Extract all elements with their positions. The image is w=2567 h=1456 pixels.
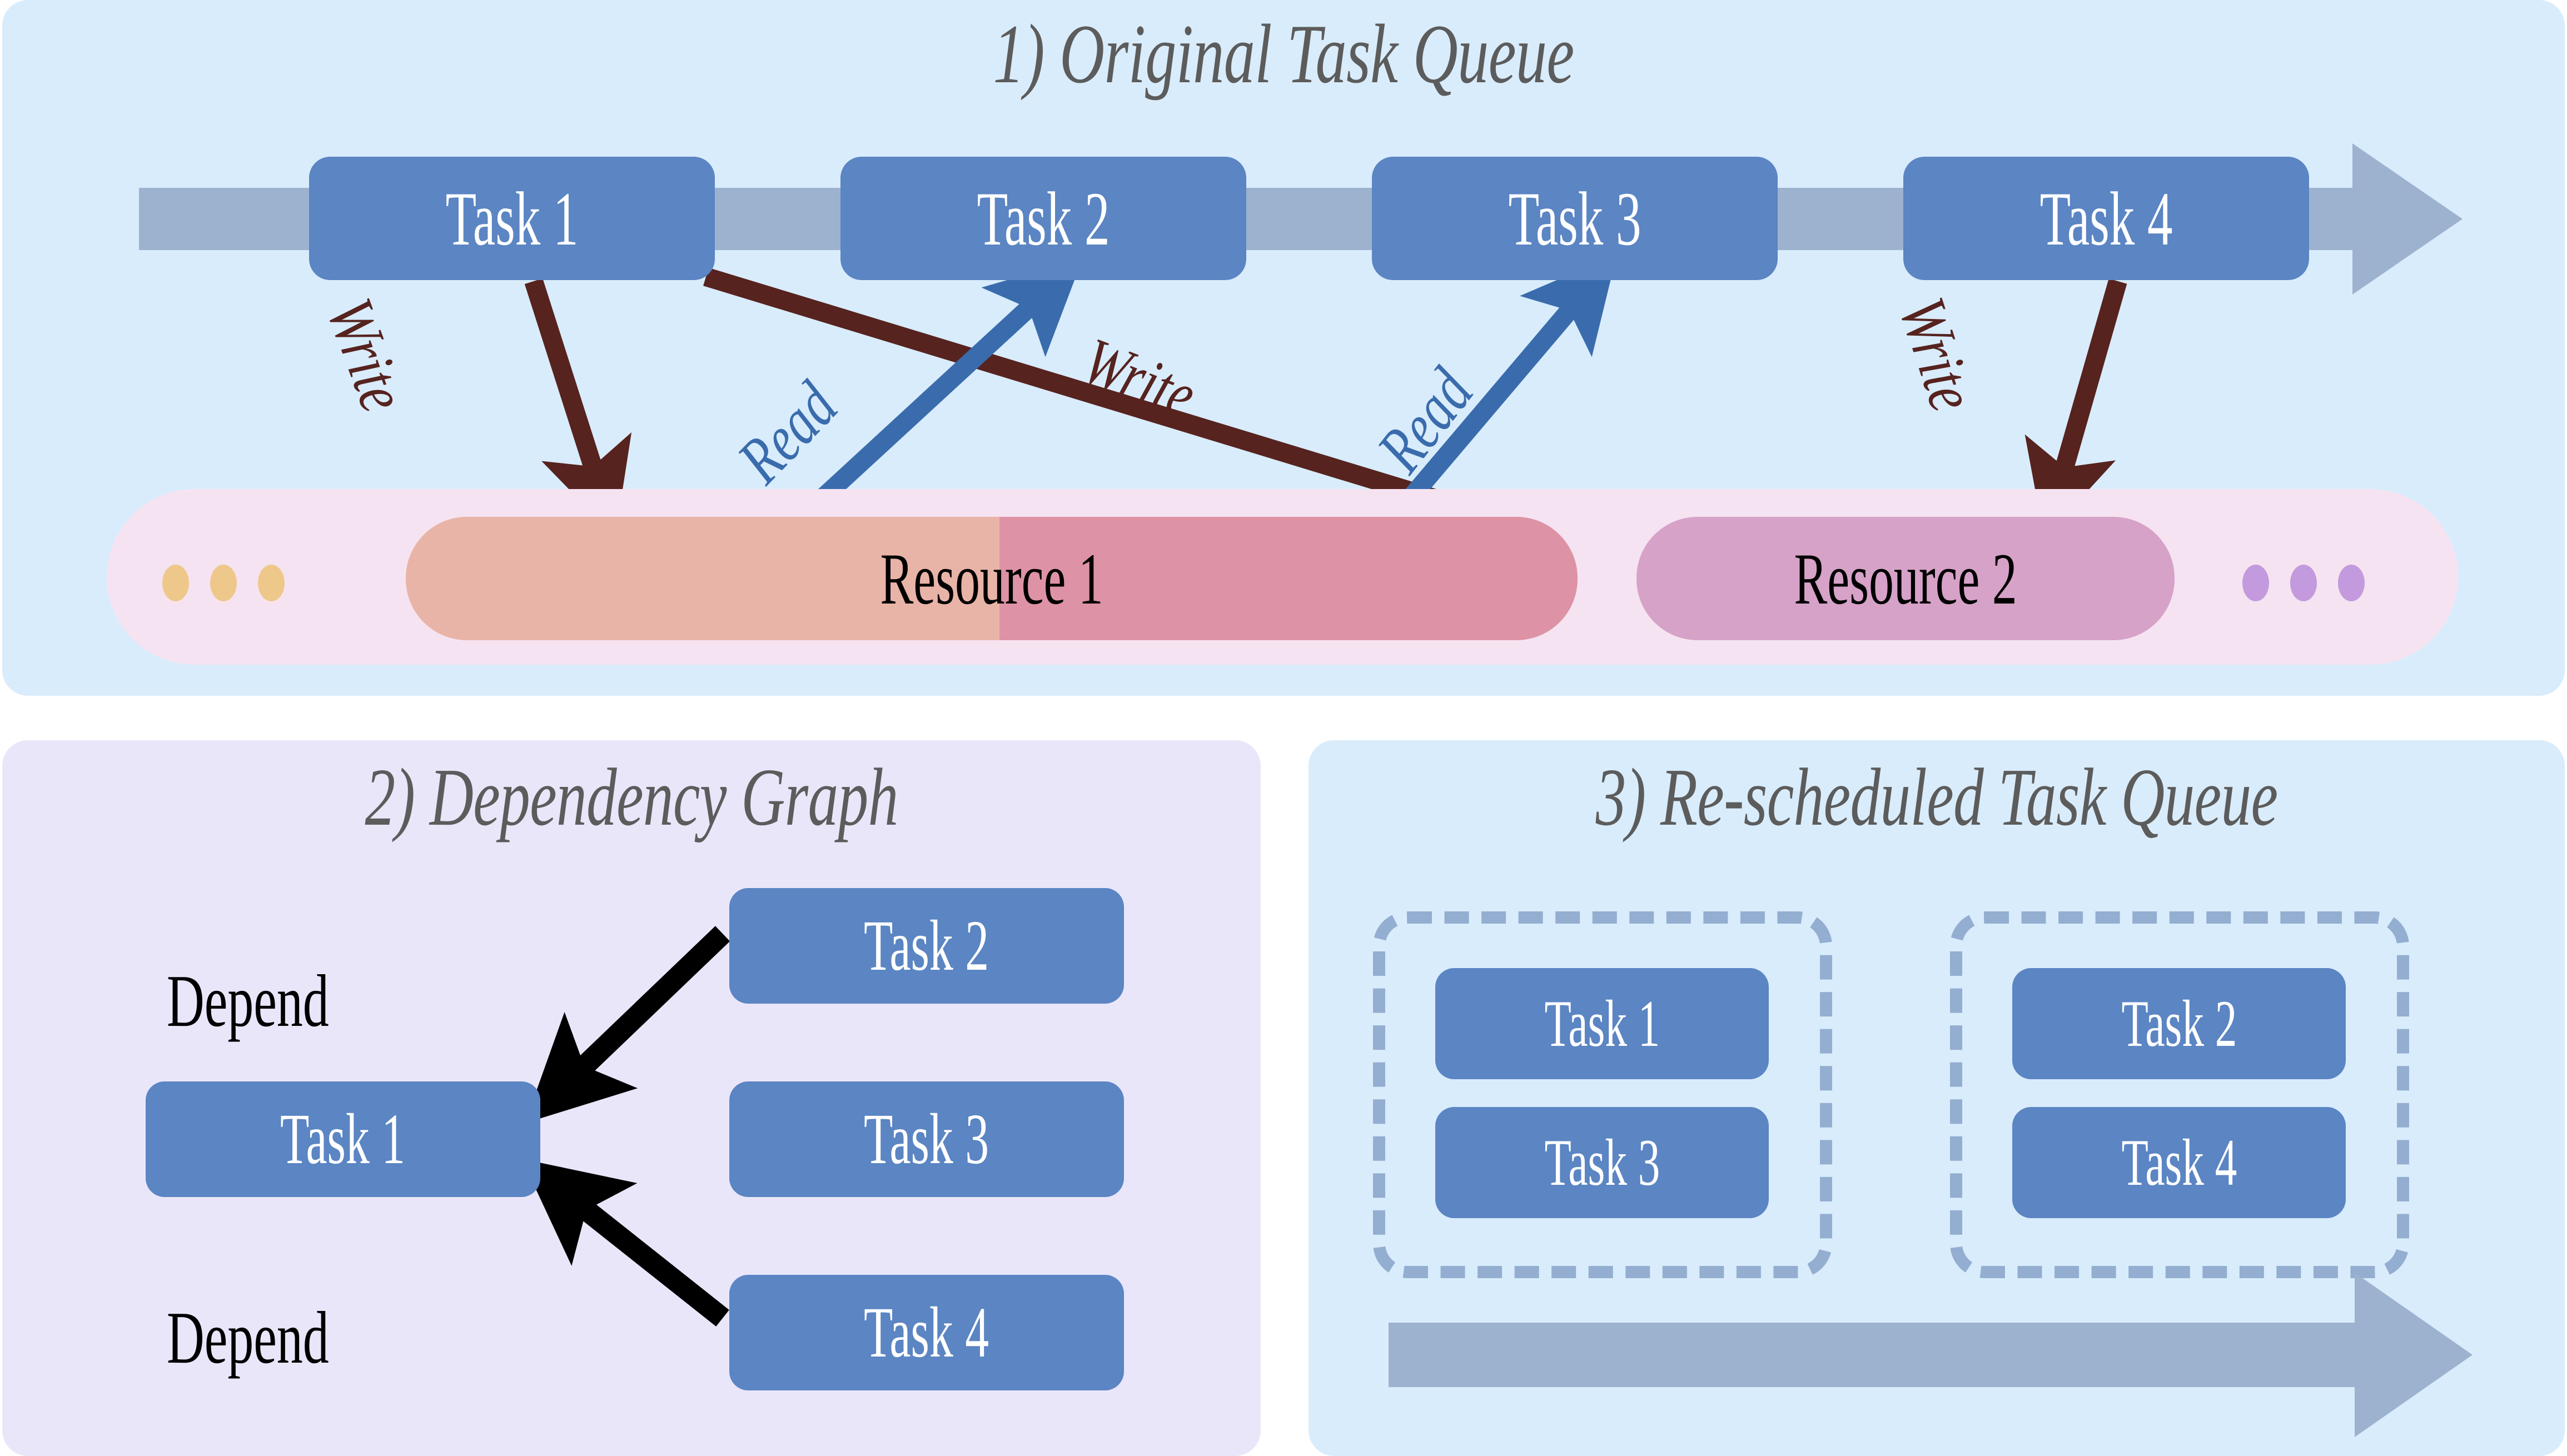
panel2-node-task-2-label: Task 2	[864, 906, 989, 986]
panel1-task-2[interactable]: Task 2	[840, 157, 1246, 280]
resource-1[interactable]: Resource 1	[406, 517, 1578, 640]
panel3-task-4[interactable]: Task 4	[2012, 1107, 2346, 1218]
resource-1-label: Resource 1	[880, 537, 1103, 620]
panel1-task-4-label: Task 4	[2039, 176, 2173, 261]
depend-label-2: Depend	[167, 1295, 399, 1380]
panel3-title: 3) Re-scheduled Task Queue	[1595, 752, 2278, 843]
panel2-title: 2) Dependency Graph	[365, 752, 898, 843]
resource-2-label: Resource 2	[1794, 537, 2017, 620]
panel1-task-1-label: Task 1	[445, 176, 579, 261]
panel3-task-3-label: Task 3	[1544, 1125, 1660, 1199]
depend-label-2-text: Depend	[167, 1297, 329, 1379]
panel2-node-task-4[interactable]: Task 4	[729, 1275, 1124, 1390]
panel1-task-3-label: Task 3	[1508, 176, 1641, 261]
depend-label-1-text: Depend	[167, 960, 329, 1042]
depend-label-1: Depend	[167, 958, 399, 1044]
ellipsis-right-icon	[2242, 565, 2365, 601]
panel2-node-task-3[interactable]: Task 3	[729, 1081, 1124, 1197]
panel3-batch-group-2	[1950, 911, 2409, 1278]
panel2-node-task-4-label: Task 4	[864, 1293, 989, 1373]
resource-2[interactable]: Resource 2	[1636, 517, 2175, 640]
panel1-task-4[interactable]: Task 4	[1903, 157, 2309, 280]
ellipsis-left-icon	[162, 565, 285, 601]
panel2-node-task-3-label: Task 3	[864, 1099, 989, 1179]
panel1-task-2-label: Task 2	[977, 176, 1110, 261]
panel3-batch-group-1	[1373, 911, 1832, 1278]
panel2-node-task-1-label: Task 1	[280, 1099, 406, 1179]
panel3-task-1[interactable]: Task 1	[1435, 968, 1769, 1079]
resource-1-segment-a	[406, 517, 999, 640]
panel2-node-task-1[interactable]: Task 1	[146, 1081, 540, 1197]
resource-1-segment-b	[999, 517, 1578, 640]
panel3-task-4-label: Task 4	[2121, 1125, 2237, 1199]
panel3-task-2[interactable]: Task 2	[2012, 968, 2346, 1079]
panel1-task-3[interactable]: Task 3	[1372, 157, 1778, 280]
panel3-task-1-label: Task 1	[1544, 986, 1660, 1060]
panel3-task-3[interactable]: Task 3	[1435, 1107, 1769, 1218]
panel1-title: 1) Original Task Queue	[993, 7, 1575, 101]
panel3-task-2-label: Task 2	[2121, 986, 2237, 1060]
panel1-task-1[interactable]: Task 1	[309, 157, 715, 280]
panel2-node-task-2[interactable]: Task 2	[729, 888, 1124, 1004]
